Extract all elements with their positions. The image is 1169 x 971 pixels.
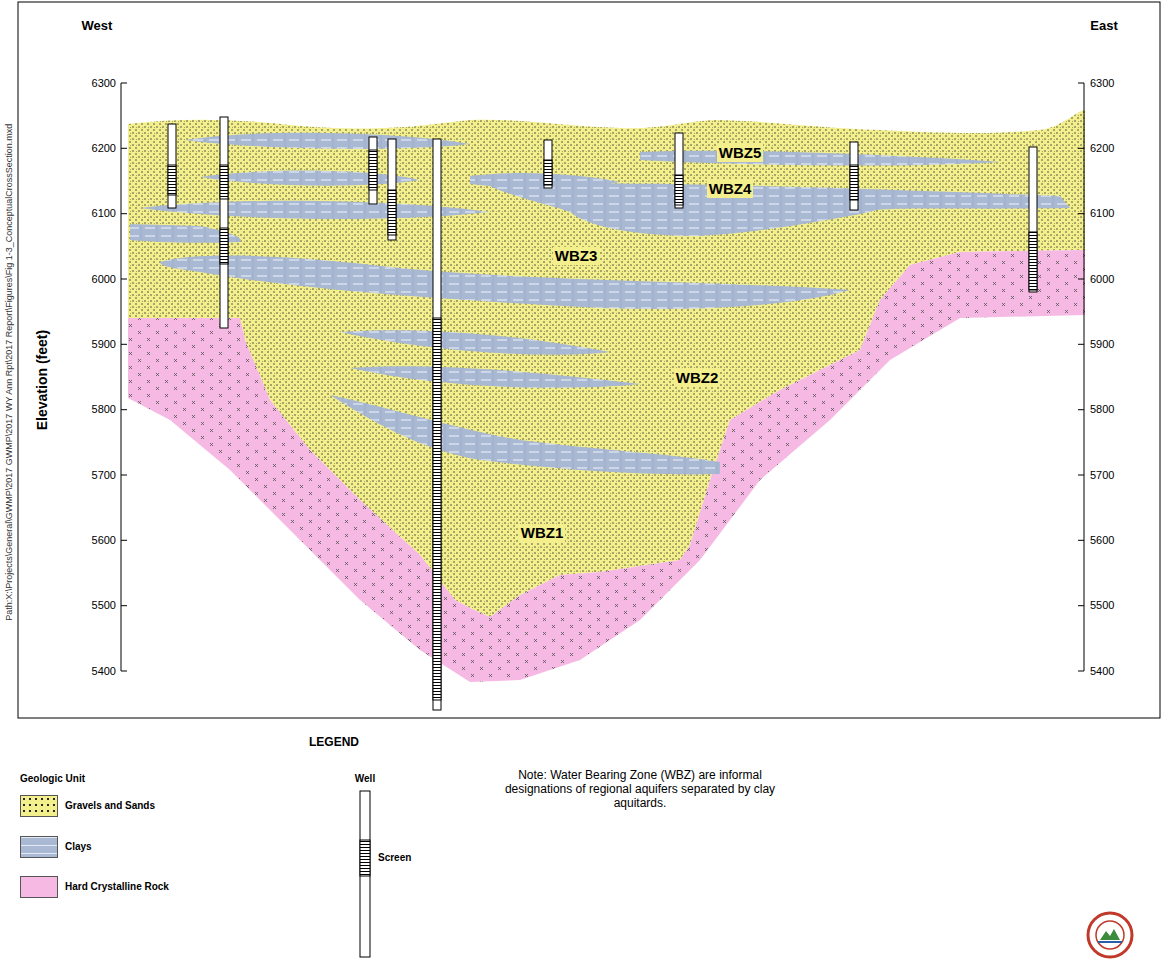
direction-label: East bbox=[1090, 19, 1117, 34]
crystalline-rock bbox=[128, 250, 1085, 682]
axis-tick-label: 6000 bbox=[92, 273, 116, 286]
well-casing bbox=[850, 142, 858, 210]
legend-label: Well bbox=[355, 773, 375, 785]
well-screen bbox=[1029, 232, 1037, 290]
legend-label: Gravels and Sands bbox=[65, 800, 155, 812]
axis-tick-label: 5900 bbox=[1090, 338, 1114, 351]
clay-lens bbox=[340, 330, 610, 355]
axis-tick-label: 6200 bbox=[92, 142, 116, 155]
well-screen bbox=[544, 160, 552, 185]
axis-title: Elevation (feet) bbox=[34, 330, 50, 430]
zone-label: WBZ5 bbox=[717, 144, 764, 161]
well-casing bbox=[220, 117, 228, 328]
clay-lens bbox=[200, 170, 420, 185]
well-screen bbox=[220, 228, 228, 264]
agency-logo bbox=[1088, 913, 1132, 957]
axis-tick-label: 5400 bbox=[92, 665, 116, 678]
well-casing bbox=[675, 133, 683, 208]
zone-label: WBZ1 bbox=[519, 524, 566, 541]
axis-tick-label: 5900 bbox=[92, 338, 116, 351]
gravel-sand-texture bbox=[128, 110, 1085, 617]
clay-lens bbox=[330, 395, 720, 474]
well-casing bbox=[168, 124, 176, 208]
clay-lens bbox=[640, 151, 1000, 166]
axis-tick-label: 5800 bbox=[92, 403, 116, 416]
well-casing bbox=[388, 139, 396, 240]
well-screen bbox=[369, 150, 377, 190]
well-casing bbox=[544, 140, 552, 188]
legend-label: Clays bbox=[65, 841, 92, 853]
axis-tick-label: 5800 bbox=[1090, 403, 1114, 416]
well-screen bbox=[220, 165, 228, 199]
zone-label: WBZ2 bbox=[674, 369, 721, 386]
legend-label: Hard Crystalline Rock bbox=[65, 881, 169, 893]
axis-tick-label: 6100 bbox=[1090, 207, 1114, 220]
elevation-axes bbox=[121, 83, 1084, 671]
legend-heading: Geologic Unit bbox=[20, 773, 85, 785]
well-casing bbox=[1029, 147, 1037, 292]
gravel-sand-body bbox=[128, 110, 1085, 617]
clay-aquitards bbox=[130, 133, 1070, 475]
well-screen bbox=[675, 175, 683, 205]
axis-tick-label: 5700 bbox=[92, 469, 116, 482]
plot-frame bbox=[18, 2, 1160, 718]
axis-tick-label: 6300 bbox=[92, 77, 116, 90]
clay-lens bbox=[350, 366, 640, 388]
well-screen bbox=[433, 318, 441, 700]
note-text: Note: Water Bearing Zone (WBZ) are infor… bbox=[490, 769, 790, 810]
clay-lens bbox=[160, 255, 850, 309]
legend-title: LEGEND bbox=[309, 736, 359, 750]
direction-label: West bbox=[82, 19, 113, 34]
axis-tick-label: 6100 bbox=[92, 207, 116, 220]
legend-swatch bbox=[20, 795, 58, 817]
axis-tick-label: 5400 bbox=[1090, 665, 1114, 678]
legend-swatch bbox=[20, 876, 58, 898]
well-casing bbox=[433, 139, 441, 710]
wells bbox=[168, 117, 1037, 710]
axis-tick-label: 5600 bbox=[1090, 534, 1114, 547]
legend-swatch bbox=[20, 836, 58, 858]
clay-lens bbox=[490, 184, 1070, 236]
well-casing bbox=[369, 137, 377, 204]
axis-tick-label: 6200 bbox=[1090, 142, 1114, 155]
axis-tick-label: 5500 bbox=[92, 599, 116, 612]
axis-tick-label: 5700 bbox=[1090, 469, 1114, 482]
file-path: Path:X:\Projects\General\GWMP\2017 GWMP\… bbox=[5, 123, 15, 620]
axis-tick-label: 5600 bbox=[92, 534, 116, 547]
zone-label: WBZ4 bbox=[707, 180, 754, 197]
well-screen bbox=[168, 165, 176, 195]
zone-label: WBZ3 bbox=[553, 247, 600, 264]
well-screen bbox=[388, 190, 396, 235]
axis-tick-label: 5500 bbox=[1090, 599, 1114, 612]
legend-well-sample bbox=[360, 791, 370, 957]
axis-tick-label: 6000 bbox=[1090, 273, 1114, 286]
legend-label: Screen bbox=[378, 852, 411, 864]
well-screen bbox=[850, 165, 858, 200]
axis-tick-label: 6300 bbox=[1090, 77, 1114, 90]
